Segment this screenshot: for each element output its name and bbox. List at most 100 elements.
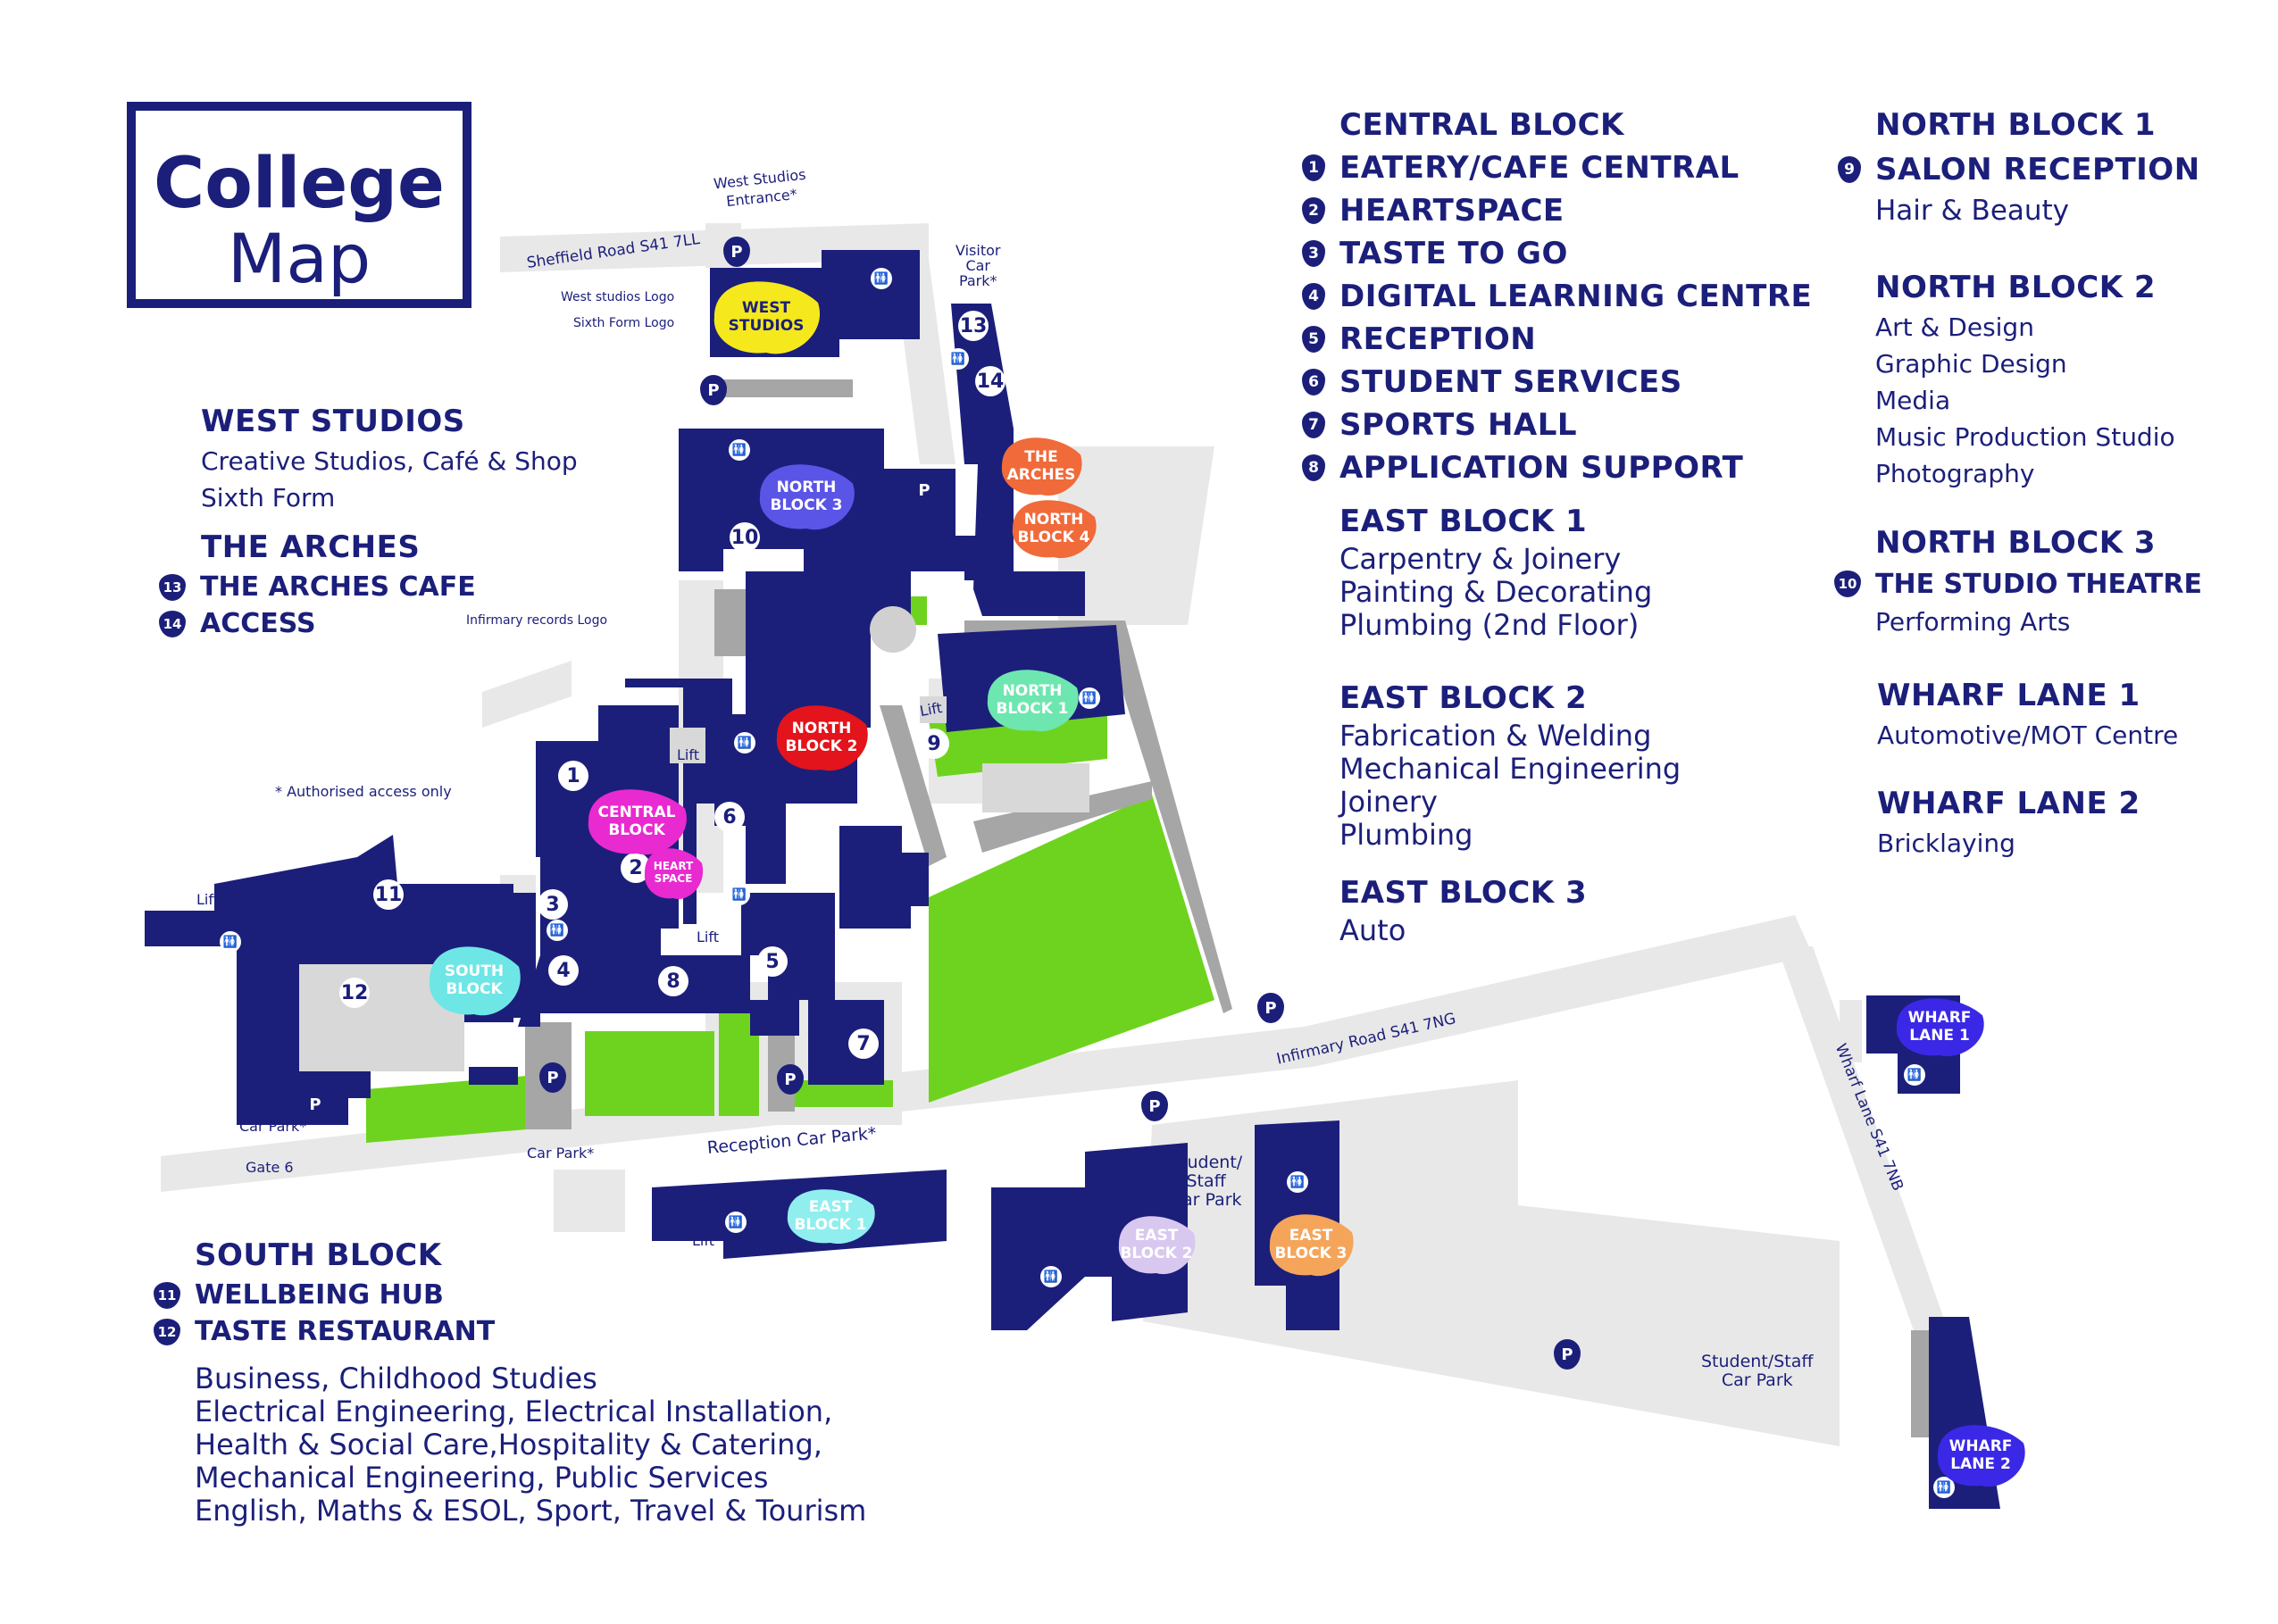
legend-line: Carpentry & Joinery [1339,542,1622,576]
legend-heading: NORTH BLOCK 3 [1875,525,2157,561]
legend-item-label: DIGITAL LEARNING CENTRE [1339,279,1813,314]
west-studios-logo-label: West studios Logo [561,290,675,304]
map-location-number: 9 [919,729,949,759]
location-number-icon: 4 [1302,283,1325,310]
legend-item-label: STUDENT SERVICES [1339,364,1682,400]
legend-item-label: ACCESS [200,608,316,639]
legend-line: Creative Studios, Café & Shop [201,446,578,476]
toilet-icon: 🚻 [1904,1064,1925,1086]
map-location-number: 3 [538,889,568,920]
legend-wharf-lane-2: WHARF LANE 2 Bricklaying [1877,782,2140,862]
blob-label-north-block-2: NORTH BLOCK 2 [785,720,858,755]
legend-item: 12 TASTE RESTAURANT [154,1313,866,1350]
toilet-icon: 🚻 [871,268,892,289]
legend-line: Painting & Decorating [1339,575,1653,609]
blob-label-heart-space: HEART SPACE [653,860,694,885]
legend-line: Art & Design [1875,312,2034,342]
blob-the-arches [1001,437,1082,496]
blob-wharf-lane-2 [1937,1425,2025,1487]
legend-item: 11 WELLBEING HUB [154,1277,866,1313]
legend-line: Automotive/MOT Centre [1877,720,2179,750]
legend-heading: EAST BLOCK 2 [1339,680,1588,716]
location-number-icon: 8 [1302,454,1325,481]
legend-line: Hair & Beauty [1875,195,2070,227]
legend-line: Mechanical Engineering [1339,752,1681,786]
blob-label-east-block-3: EAST BLOCK 3 [1274,1227,1348,1262]
blob-label-east-block-2: EAST BLOCK 2 [1120,1227,1193,1262]
parking-icon: P [700,375,727,405]
map-location-number: 1 [558,761,588,791]
blob-label-central-block: CENTRAL BLOCK [597,804,676,839]
location-number-icon: 6 [1302,369,1325,396]
toilet-icon: 🚻 [547,920,568,941]
lift-label: Lift [196,891,219,908]
blob-label-north-block-1: NORTH BLOCK 1 [996,682,1069,718]
location-number-icon: 9 [1838,156,1861,183]
parking-icon: P [911,475,938,505]
legend-heading: WHARF LANE 1 [1877,678,2140,713]
infirmary-records-logo-label: Infirmary records Logo [466,613,608,628]
legend-line: Business, Childhood Studies [195,1362,597,1395]
blob-wharf-lane-1 [1896,998,1984,1057]
parking-icon: P [1257,993,1284,1023]
authorised-access-label: * Authorised access only [275,783,452,800]
legend-heading: WEST STUDIOS [201,404,465,439]
blob-label-west-studios: WEST STUDIOS [728,299,805,335]
blob-east-block-3 [1269,1214,1354,1277]
legend-line: Media [1875,386,1951,415]
parking-icon: P [777,1064,804,1095]
parking-icon: P [1141,1091,1168,1121]
map-location-number: 11 [373,879,404,910]
legend-heading: THE ARCHES [201,529,421,565]
toilet-icon: 🚻 [220,931,241,953]
location-number-icon: 13 [159,573,186,601]
legend-line: Fabrication & Welding [1339,719,1652,753]
blob-label-east-block-1: EAST BLOCK 1 [794,1198,867,1234]
legend-item-label: EATERY/CAFE CENTRAL [1339,150,1740,186]
legend-item-label: TASTE TO GO [1339,236,1568,271]
legend-item: 7 SPORTS HALL [1302,404,1812,446]
blob-west-studios [713,281,821,354]
legend-item-label: SPORTS HALL [1339,407,1578,443]
legend-line: Mechanical Engineering, Public Services [195,1461,769,1495]
parking-icon: P [723,237,750,267]
blob-label-the-arches: THE ARCHES [1006,448,1076,484]
map-location-number: 6 [714,802,745,832]
map-title-line1: College [154,144,445,224]
map-location-number: 5 [757,946,788,977]
lifts-label: Lifts [313,891,345,909]
toilet-icon: 🚻 [1933,1477,1955,1498]
legend-heading: SOUTH BLOCK [195,1237,442,1273]
map-location-number: 14 [975,366,1005,396]
legend-line: Plumbing [1339,818,1473,852]
blob-north-block-3 [759,464,855,530]
map-location-number: 4 [548,955,579,986]
toilet-icon: 🚻 [729,439,750,461]
parking-icon: P [302,1089,329,1120]
legend-item-label: TASTE RESTAURANT [195,1316,496,1347]
lift-label: Lift [697,929,719,945]
gate-6-label: Gate 6 [246,1159,294,1176]
map-location-number: 8 [658,966,688,996]
location-number-icon: 7 [1302,412,1325,438]
location-number-icon: 11 [154,1281,180,1309]
parking-icon: P [1554,1339,1581,1370]
blob-label-wharf-lane-2: WHARF LANE 2 [1948,1437,2013,1473]
legend-line: Auto [1339,913,1406,947]
location-number-icon: 10 [1834,570,1861,597]
location-number-icon: 5 [1302,326,1325,353]
map-title-box: College Map [127,102,471,308]
roundabout [870,606,916,653]
map-location-number: 7 [848,1029,879,1059]
toilet-icon: 🚻 [1287,1171,1308,1193]
legend-the-arches: THE ARCHES 13 THE ARCHES CAFE 14 ACCESS [159,526,476,642]
legend-line: Photography [1875,459,2035,488]
legend-east-block-1: EAST BLOCK 1 Carpentry & Joinery Paintin… [1339,500,1652,642]
